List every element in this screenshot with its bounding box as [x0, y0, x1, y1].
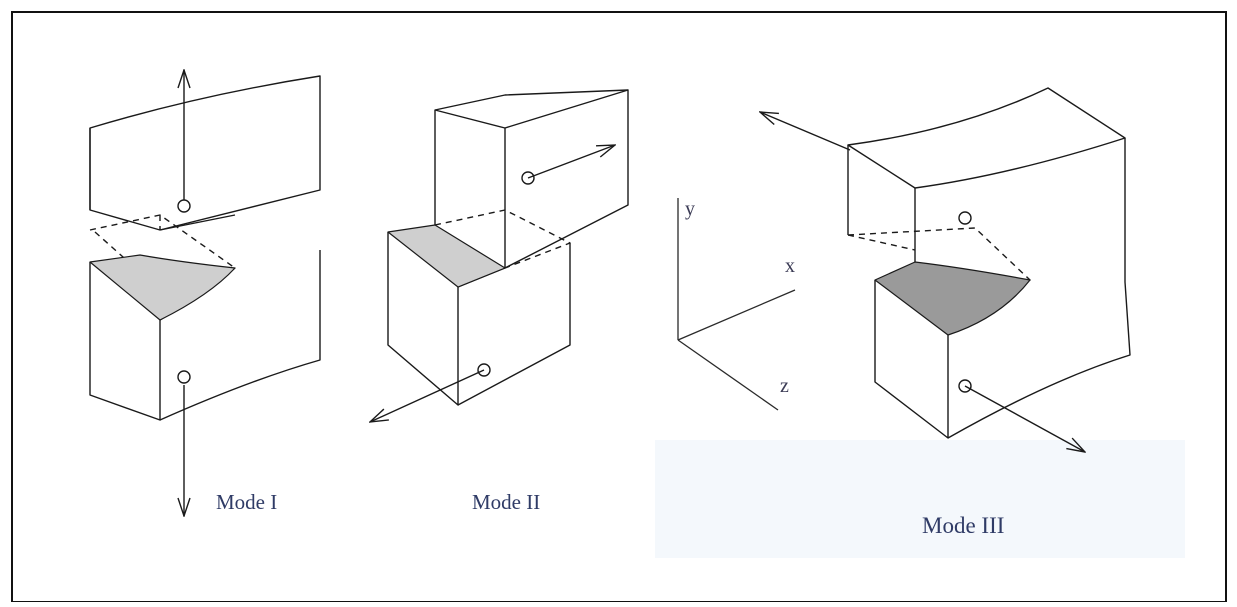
mode-3-load-arrows: [760, 112, 1085, 452]
mode-1-specimen: [89, 75, 321, 421]
coordinate-axes: [677, 198, 796, 411]
axis-y-label: y: [685, 198, 695, 220]
caption-band: [655, 440, 1185, 558]
mode-2-specimen: [387, 89, 629, 406]
mode-2-load-arrows: [370, 145, 615, 422]
axis-z-label: z: [780, 375, 789, 397]
mode-3-label: Mode III: [922, 513, 1004, 538]
axis-x-label: x: [785, 255, 795, 277]
mode-2-label: Mode II: [472, 490, 540, 514]
mode-1-load-arrows: [177, 70, 191, 516]
mode-3-specimen: [847, 87, 1131, 439]
mode-1-label: Mode I: [216, 490, 277, 514]
